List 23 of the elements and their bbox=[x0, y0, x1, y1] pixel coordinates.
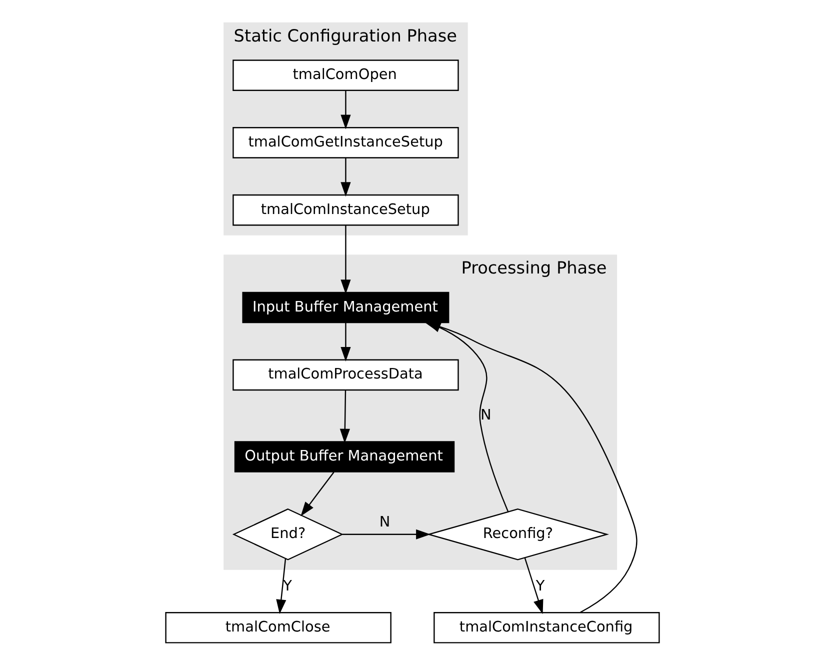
edge-label: Y bbox=[283, 578, 292, 594]
arrow bbox=[340, 225, 351, 294]
arrow bbox=[340, 158, 351, 197]
node-diamond: Reconfig? bbox=[426, 508, 610, 560]
node-box: tmalComGetInstanceSetup bbox=[232, 127, 459, 158]
node-diamond: End? bbox=[232, 508, 344, 560]
node-box: tmalComInstanceSetup bbox=[232, 194, 459, 226]
arrow bbox=[340, 90, 351, 130]
arrow bbox=[276, 558, 286, 614]
node-box: Input Buffer Management bbox=[242, 292, 450, 324]
node-box: tmalComClose bbox=[165, 612, 392, 644]
edge-label: N bbox=[379, 514, 390, 531]
edge-label: Y bbox=[536, 578, 545, 594]
node-box: tmalComOpen bbox=[232, 60, 459, 91]
arrow bbox=[300, 472, 334, 516]
arrow bbox=[340, 390, 350, 444]
node-box: Output Buffer Management bbox=[234, 441, 455, 472]
edge-label: N bbox=[480, 408, 492, 424]
node-box: tmalComProcessData bbox=[232, 359, 459, 391]
node-box: tmalComInstanceConfig bbox=[434, 612, 660, 644]
arrow bbox=[342, 529, 430, 540]
arrow bbox=[524, 558, 544, 614]
arrow bbox=[340, 322, 351, 362]
